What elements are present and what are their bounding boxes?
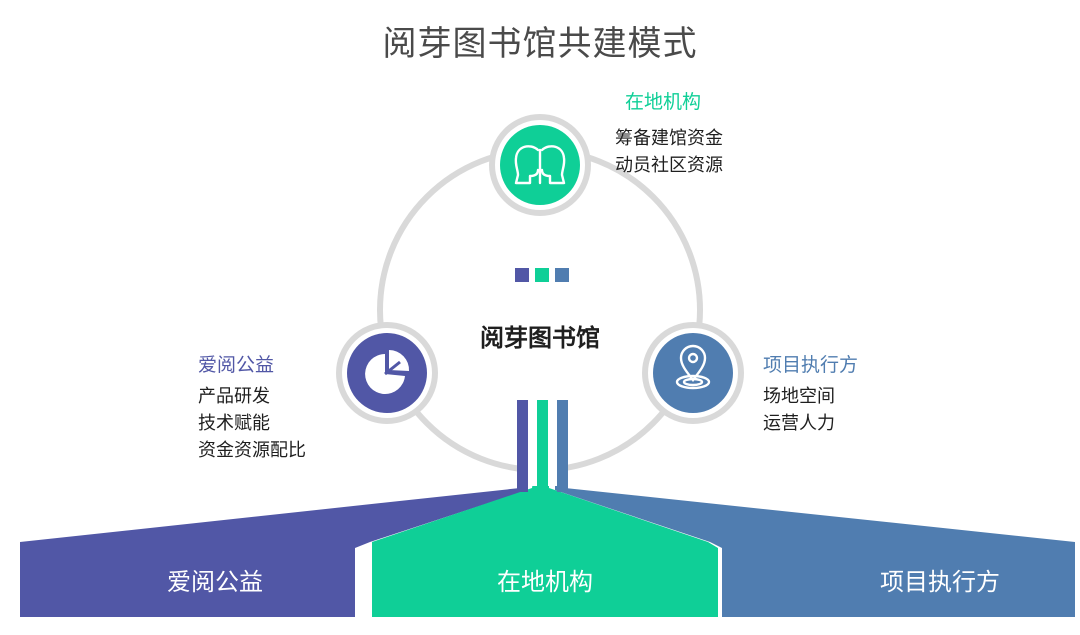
node-right-name: 项目执行方 — [763, 354, 859, 376]
center-marker — [515, 268, 569, 282]
node-left-lines: 产品研发 技术赋能 资金资源配比 — [198, 383, 306, 464]
band-label-blue: 项目执行方 — [880, 568, 1000, 596]
band-purple-shape — [20, 462, 528, 617]
center-stems — [517, 400, 568, 492]
band-green-shape — [372, 462, 718, 617]
marker-square-purple — [515, 268, 529, 282]
node-right-lines: 场地空间 运营人力 — [763, 383, 835, 437]
node-top-line: 动员社区资源 — [615, 155, 723, 176]
node-left — [336, 322, 438, 424]
node-top-name: 在地机构 — [625, 91, 702, 113]
node-top-lines: 筹备建馆资金 动员社区资源 — [615, 125, 723, 179]
stem-blue — [557, 400, 568, 492]
node-right-line: 运营人力 — [763, 413, 835, 434]
marker-square-green — [535, 268, 549, 282]
location-pin-icon — [675, 344, 711, 390]
stem-green — [537, 400, 548, 492]
band-blue-shape — [555, 462, 1075, 617]
stem-purple — [517, 400, 528, 492]
node-top-line: 筹备建馆资金 — [615, 128, 723, 149]
node-right-circle — [653, 333, 733, 413]
pie-chart-icon — [365, 350, 410, 394]
center-label: 阅芽图书馆 — [480, 324, 600, 352]
marker-square-blue — [555, 268, 569, 282]
node-left-name: 爱阅公益 — [198, 354, 275, 376]
stem-gap-1 — [528, 400, 537, 486]
bottom-bands — [20, 462, 1075, 617]
node-left-line: 技术赋能 — [198, 413, 270, 434]
band-label-green: 在地机构 — [497, 568, 593, 596]
node-right — [642, 322, 744, 424]
node-left-line: 产品研发 — [198, 386, 270, 407]
stem-gap-2 — [548, 400, 557, 486]
node-left-line: 资金资源配比 — [198, 440, 306, 461]
node-top — [489, 114, 591, 216]
page-title: 阅芽图书馆共建模式 — [382, 24, 698, 64]
band-label-purple: 爱阅公益 — [167, 568, 263, 596]
two-heads-icon — [514, 145, 566, 185]
node-right-line: 场地空间 — [763, 386, 835, 407]
